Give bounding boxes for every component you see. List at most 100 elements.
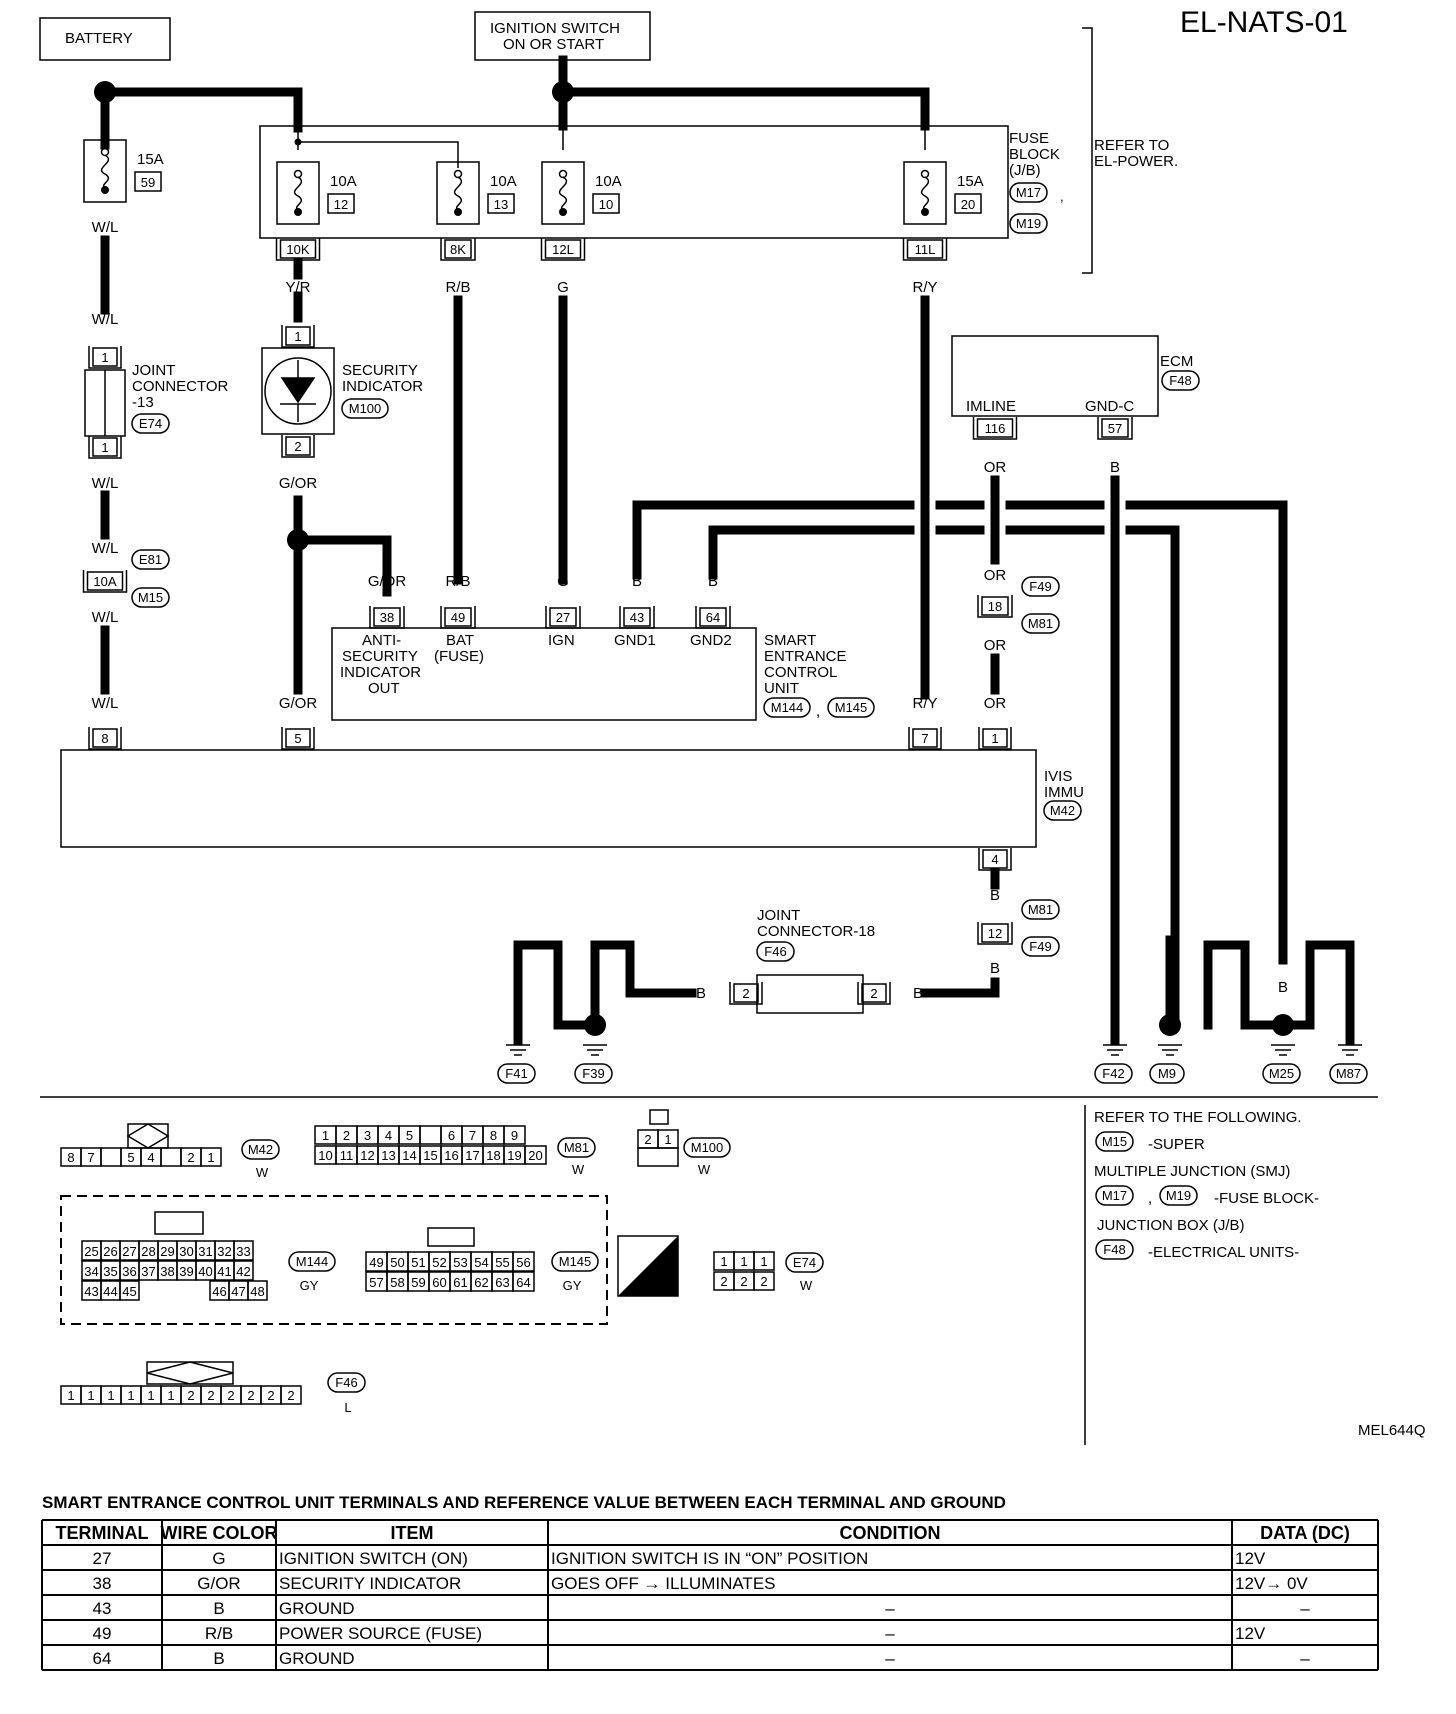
- ignition-label-2: ON OR START: [503, 36, 604, 53]
- conn-m145-r1-cell-52: 52: [432, 1255, 446, 1270]
- m9-junction: [1159, 1014, 1181, 1036]
- refer-f48-desc: -ELECTRICAL UNITS-: [1148, 1244, 1299, 1261]
- f49-pin-18-box: [981, 596, 1009, 616]
- table-cell: B: [213, 1599, 224, 1618]
- conn-m42-key-frame: [127, 1123, 169, 1149]
- conn-e74-top-cell: [753, 1251, 775, 1271]
- ecm-pin-116: 116: [985, 421, 1006, 436]
- fuse-term-11L-box: [906, 239, 944, 259]
- conn-m145-r2-cell-64: 64: [516, 1275, 530, 1290]
- ivis-pin-5-box: [285, 728, 311, 748]
- conn-m81-name-outline: [557, 1137, 596, 1158]
- fuse-bus-node: [294, 138, 302, 146]
- terminal-table: [41, 1519, 1379, 1671]
- seu-pin38-name-1: ANTI-: [362, 632, 401, 649]
- conn-m145-r2-cell-59: 59: [411, 1275, 425, 1290]
- seu-wire-label-43: B: [632, 573, 642, 590]
- wire-label-wl-2: W/L: [92, 311, 119, 328]
- seu-box: [331, 627, 757, 721]
- conn-f46-cell-1: 1: [107, 1388, 114, 1403]
- security-indicator-pin2-shell: [281, 435, 315, 458]
- conn-f46-cell-1: 1: [87, 1388, 94, 1403]
- security-indicator-lamp: [264, 357, 332, 425]
- fuse-term-11L-shell: [902, 238, 948, 261]
- conn-m144-r1-cell-25: 25: [84, 1244, 98, 1259]
- seu-label-2: ENTRANCE: [764, 648, 847, 665]
- joint18-pin-right-box: [861, 983, 887, 1003]
- table-header-2: ITEM: [391, 1523, 434, 1543]
- conn-m81-top-cell-6: 6: [448, 1128, 455, 1143]
- conn-m81-bottom-cell-10: 10: [318, 1148, 332, 1163]
- e81-conn-a-outline: [131, 549, 170, 570]
- conn-m144-r1-cell-28: 28: [141, 1244, 155, 1259]
- b-wire-f41: [513, 940, 563, 1045]
- conn-m144-r1-cell-30: 30: [179, 1244, 193, 1259]
- wire-label-gor-2: G/OR: [279, 695, 318, 712]
- joint18-pin-left-box: [733, 983, 759, 1003]
- seu-conn-m144: M144: [771, 700, 804, 715]
- conn-m144-r2-cell: [233, 1260, 254, 1281]
- battery-label: BATTERY: [65, 30, 133, 47]
- conn-e74-bottom-cell: [753, 1271, 775, 1291]
- table-cell: G/OR: [197, 1574, 240, 1593]
- joint13-pin-top: 1: [101, 350, 108, 365]
- battery-box: [39, 17, 171, 61]
- fuse-12-element: [293, 176, 303, 211]
- e81-conn-b-outline: [131, 587, 170, 608]
- conn-e74-top-cell-1: 1: [760, 1254, 767, 1269]
- fuse-13-amp: 10A: [490, 173, 517, 190]
- wire-label-wl-1: W/L: [92, 219, 119, 236]
- conn-m81-top-cell: [419, 1125, 442, 1145]
- conn-m144-name-outline: [288, 1251, 336, 1272]
- security-indicator-body: [261, 347, 335, 435]
- table-title: SMART ENTRANCE CONTROL UNIT TERMINALS AN…: [42, 1493, 1006, 1512]
- conn-m144-r3a-cell-43: 43: [84, 1284, 98, 1299]
- joint13-pin-top-box: [92, 347, 118, 367]
- b-wire-m87: [1305, 940, 1355, 1045]
- seu-pin-27: 27: [556, 610, 570, 625]
- conn-m144-r2-cell-42: 42: [236, 1264, 250, 1279]
- conn-m145-r2-cell-62: 62: [474, 1275, 488, 1290]
- table-cell: 27: [93, 1549, 112, 1568]
- refer-sep: ,: [1148, 1190, 1152, 1207]
- fuse-10-num-box: [592, 193, 620, 214]
- f49-conn-2: F49: [1029, 939, 1051, 954]
- conn-f46-cell-2: 2: [247, 1388, 254, 1403]
- wire-label-b-f39b: B: [590, 979, 600, 996]
- ivis-box: [60, 749, 1037, 848]
- conn-m81-bottom-cell-14: 14: [402, 1148, 416, 1163]
- gor-junction: [287, 529, 309, 551]
- conn-f46-name: F46: [335, 1375, 357, 1390]
- seu-conn-m145-outline: [827, 697, 875, 718]
- table-cell: –: [885, 1624, 895, 1643]
- fuse-term-12L-box: [544, 239, 582, 259]
- table-header-0: TERMINAL: [56, 1523, 149, 1543]
- ivis-pin-4: 4: [991, 852, 998, 867]
- conn-m81-top-cell: [503, 1125, 526, 1145]
- conn-e74-top-cell-1: 1: [720, 1254, 727, 1269]
- figure-code: MEL644Q: [1358, 1422, 1426, 1439]
- f49-pin-12-box: [981, 923, 1009, 943]
- conn-m144-r1-cell-33: 33: [236, 1244, 250, 1259]
- ground-F41-symbol: [506, 1044, 530, 1056]
- wire-label-or-4: OR: [984, 695, 1007, 712]
- fuse-10-node: [559, 208, 567, 216]
- conn-m100-key: [649, 1109, 669, 1125]
- fuse-block-title-1: FUSE: [1009, 130, 1049, 147]
- conn-m144-r2-cell-41: 41: [217, 1264, 231, 1279]
- table-cell: –: [885, 1599, 895, 1618]
- conn-m42-cell: [160, 1147, 182, 1167]
- conn-m81-bottom-cell-19: 19: [507, 1148, 521, 1163]
- table-cell: R/B: [205, 1624, 233, 1643]
- diode-triangle: [280, 377, 316, 404]
- fuse-13-node: [454, 208, 462, 216]
- refer-power-2: EL-POWER.: [1094, 153, 1178, 170]
- refer-m19: M19: [1166, 1188, 1191, 1203]
- fuse-59-num-box: [134, 171, 162, 192]
- fuse-block-title-3: (J/B): [1009, 162, 1041, 179]
- seu-label-3: CONTROL: [764, 664, 837, 681]
- seu-pin49-name-2: (FUSE): [434, 648, 484, 665]
- ignition-feed-wire: [558, 87, 930, 131]
- seu-pin38-name-2: SECURITY: [342, 648, 418, 665]
- conn-m42-name: M42: [248, 1142, 273, 1157]
